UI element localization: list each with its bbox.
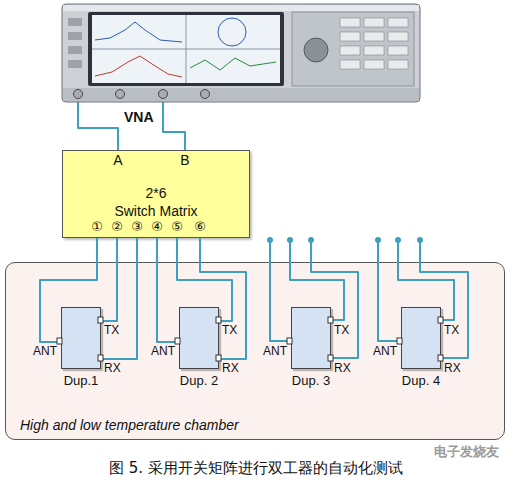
- duplexer-box: Dup. 3: [291, 307, 331, 369]
- panel-button: [364, 32, 384, 41]
- instrument-name: VNA: [124, 109, 154, 125]
- pin-name: ANT: [151, 344, 175, 358]
- matrix-name: Switch Matrix: [63, 203, 249, 219]
- test-port: [116, 90, 125, 99]
- panel-button: [364, 18, 384, 27]
- cable-end: [417, 237, 423, 243]
- duplexer-box: Dup. 4: [401, 307, 441, 369]
- panel-button: [68, 46, 82, 54]
- trace-line: [190, 58, 276, 70]
- port-name: A: [113, 152, 122, 168]
- port-number: ④: [151, 219, 163, 234]
- pin-name: RX: [334, 361, 351, 375]
- panel-button: [68, 18, 82, 26]
- cable-end: [395, 237, 401, 243]
- pin-name: TX: [222, 323, 237, 337]
- control-panel: [292, 12, 414, 86]
- test-port: [159, 90, 168, 99]
- panel-button: [68, 32, 82, 40]
- instrument-body: [62, 4, 420, 102]
- temperature-chamber: High and low temperature chamberDup.1Dup…: [5, 262, 505, 440]
- trace-line: [95, 22, 182, 42]
- coax-cable: [78, 102, 118, 150]
- panel-button: [364, 60, 384, 69]
- instrument-screen: [92, 15, 280, 83]
- panel-button: [388, 32, 408, 41]
- cable-end: [375, 237, 381, 243]
- coax-cable: [163, 102, 185, 150]
- instrument-bevel: [63, 5, 419, 11]
- cable-end: [267, 237, 273, 243]
- panel-button: [340, 18, 360, 27]
- duplexer-box: Dup. 2: [179, 307, 219, 369]
- pin-name: TX: [104, 323, 119, 337]
- watermark: 电子发烧友: [434, 443, 499, 461]
- panel-button: [340, 32, 360, 41]
- pin-name: RX: [222, 361, 239, 375]
- pin-name: RX: [444, 361, 461, 375]
- rotary-knob: [304, 38, 328, 62]
- port-number: ②: [111, 219, 123, 234]
- panel-button: [388, 18, 408, 27]
- pin-name: TX: [444, 323, 459, 337]
- port-number: ⑥: [194, 219, 206, 234]
- screen-divider: [92, 49, 280, 50]
- panel-button: [68, 60, 82, 68]
- test-port: [74, 90, 83, 99]
- chamber-name: High and low temperature chamber: [20, 417, 239, 433]
- vna-instrument: VNA: [62, 2, 422, 102]
- panel-button: [388, 46, 408, 55]
- duplexer-name: Dup. 4: [402, 373, 440, 388]
- figure-caption: 图 5. 采用开关矩阵进行双工器的自动化测试: [0, 459, 512, 478]
- panel-button: [388, 60, 408, 69]
- duplexer-box: Dup.1: [61, 307, 101, 369]
- cable-end: [308, 237, 314, 243]
- panel-button: [340, 60, 360, 69]
- vna-instrument: [62, 4, 420, 102]
- port-name: B: [180, 152, 189, 168]
- screen-bezel: [88, 12, 284, 86]
- port-strip: [63, 88, 419, 101]
- smith-chart: [218, 18, 246, 46]
- pin-name: TX: [334, 323, 349, 337]
- cable-ends: [267, 237, 423, 243]
- duplexer-name: Dup. 3: [292, 373, 330, 388]
- port-number: ⑤: [171, 219, 183, 234]
- panel-button: [340, 46, 360, 55]
- pin-name: ANT: [373, 344, 397, 358]
- cable-end: [287, 237, 293, 243]
- trace-line: [95, 56, 182, 77]
- pin-name: RX: [104, 361, 121, 375]
- pin-name: ANT: [33, 344, 57, 358]
- duplexer-name: Dup.1: [64, 373, 99, 388]
- port-number: ③: [131, 219, 143, 234]
- screen-divider: [186, 15, 187, 83]
- duplexer-name: Dup. 2: [180, 373, 218, 388]
- panel-button: [364, 46, 384, 55]
- port-number: ①: [91, 219, 103, 234]
- matrix-size: 2*6: [63, 185, 249, 201]
- pin-name: ANT: [263, 344, 287, 358]
- test-port: [201, 90, 210, 99]
